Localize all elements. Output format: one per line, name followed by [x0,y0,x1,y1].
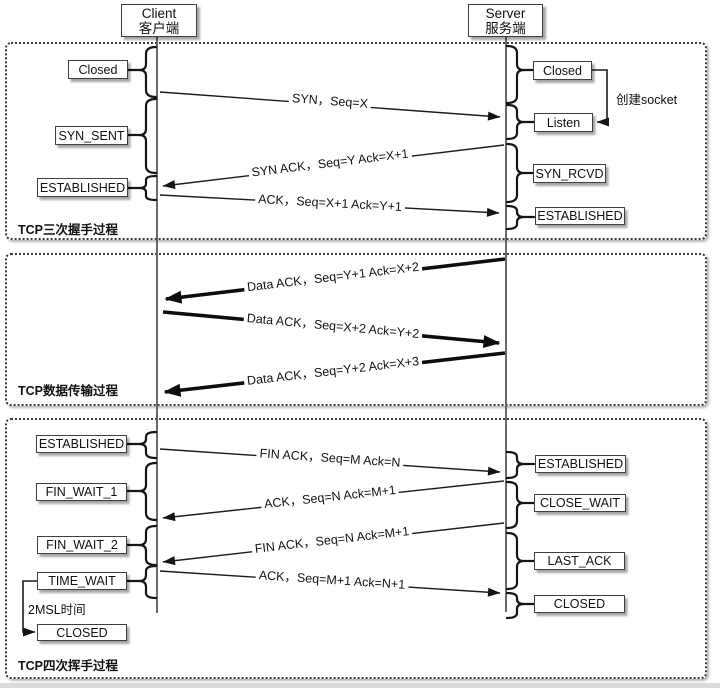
state-client-time-wait: TIME_WAIT [37,572,127,590]
state-client-syn-sent: SYN_SENT [55,126,128,145]
brace-client-syn-sent [125,97,158,175]
handshake-arrows [159,91,505,217]
msl-note: 2MSL时间 [28,603,86,617]
state-server-close-wait: CLOSE_WAIT [534,494,626,512]
state-client-fin-wait-1: FIN_WAIT_1 [36,483,127,501]
client-actor-box: Client 客户端 [121,4,197,37]
brace-client-fin-wait-1 [125,461,158,522]
state-client-established-3: ESTABLISHED [36,435,127,453]
state-server-established-3: ESTABLISHED [535,455,626,473]
section-title-data-transfer: TCP数据传输过程 [18,384,119,398]
brace-client-established-1 [125,174,158,202]
client-actor-name-zh: 客户端 [138,20,180,36]
state-client-closed-3: CLOSED [37,624,127,641]
brace-server-established-3 [505,450,536,480]
state-server-closed-3: CLOSED [534,595,625,613]
msl-connector [22,580,37,637]
brace-server-closed [505,44,536,105]
bottom-strip [0,683,720,688]
brace-client-closed [125,45,158,99]
brace-server-last-ack [505,531,536,591]
server-actor-box: Server 服务端 [468,4,543,37]
server-actor-name-zh: 服务端 [485,20,526,36]
brace-client-fin-wait-2 [125,524,158,567]
state-server-syn-rcvd: SYN_RCVD [533,164,606,183]
client-actor-name: Client [141,5,177,21]
state-client-fin-wait-2: FIN_WAIT_2 [37,536,127,554]
brace-client-time-wait [125,564,158,600]
client-braces [125,45,158,600]
create-socket-note: 创建socket [616,93,678,107]
brace-server-syn-rcvd [505,142,536,204]
brace-server-close-wait [505,480,536,530]
teardown-arrows [159,448,505,597]
brace-client-established-3 [125,430,158,460]
state-server-last-ack: LAST_ACK [534,552,625,570]
state-server-closed: Closed [533,61,592,80]
create-socket-connector [592,69,609,127]
server-braces [505,44,536,620]
state-client-closed: Closed [68,60,128,79]
state-server-listen: Listen [534,113,593,132]
server-actor-name: Server [485,5,526,21]
section-title-teardown: TCP四次挥手过程 [18,659,119,673]
lifelines [156,35,507,613]
section-title-handshake: TCP三次握手过程 [18,223,119,237]
brace-server-closed-3 [505,591,536,620]
state-client-established-1: ESTABLISHED [37,178,128,197]
state-server-established-1: ESTABLISHED [535,207,625,225]
brace-server-established-1 [505,204,536,231]
brace-server-listen [505,103,536,141]
